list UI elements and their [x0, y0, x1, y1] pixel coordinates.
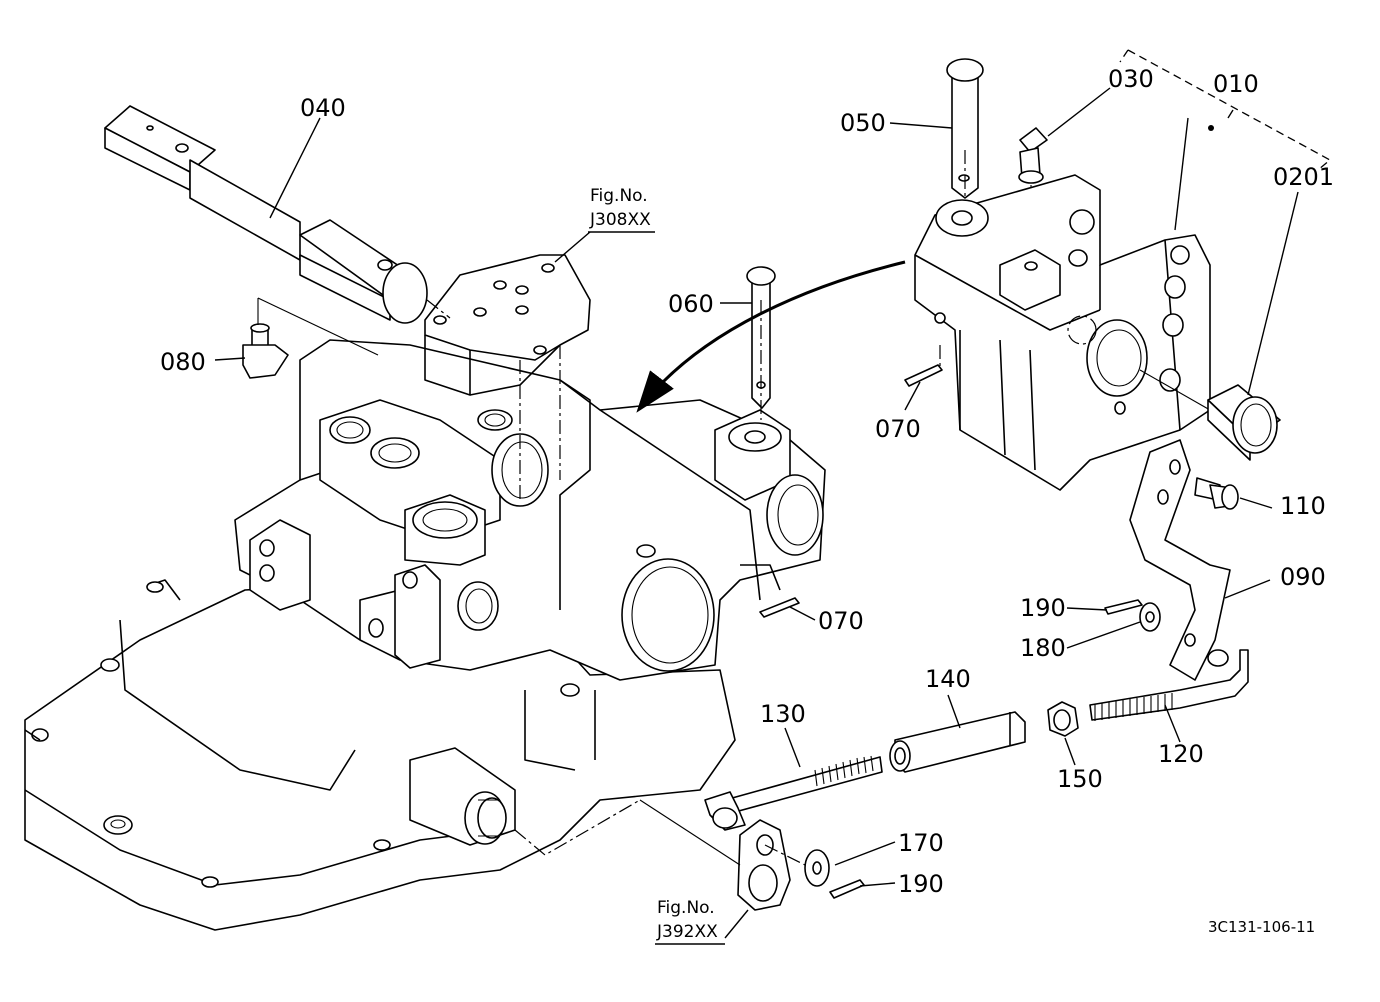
label-020: 0201: [1273, 163, 1334, 191]
label-120: 120: [1158, 740, 1204, 768]
lower-link-plate: [639, 799, 806, 911]
label-130: 130: [760, 700, 806, 728]
fig-ref-bottom-code: J392XX: [656, 922, 718, 942]
part-labels: 010 0201 030 040 050 060 070 070 080 090…: [160, 65, 1334, 898]
label-080: 080: [160, 348, 206, 376]
label-140: 140: [925, 665, 971, 693]
grease-fitting-030: [1018, 127, 1048, 265]
label-190-upper: 190: [1020, 594, 1066, 622]
label-150: 150: [1057, 765, 1103, 793]
leader-lines: [214, 87, 1299, 939]
nut-150: [1047, 701, 1079, 737]
fig-ref-top: Fig.No. J308XX: [588, 186, 655, 233]
label-170: 170: [898, 829, 944, 857]
fig-ref-top-title: Fig.No.: [590, 186, 648, 206]
fig-ref-bottom-title: Fig.No.: [657, 898, 715, 918]
threaded-rod-130: [704, 755, 883, 831]
turnbuckle-140: [889, 711, 1026, 773]
pin-050: [946, 58, 984, 215]
assembly-group-bracket: [1119, 49, 1332, 171]
bushing-020: [1207, 384, 1281, 461]
control-spool: [104, 105, 451, 324]
cotter-pin-190-upper: [1104, 599, 1143, 615]
label-090: 090: [1280, 563, 1326, 591]
label-190-lower: 190: [898, 870, 944, 898]
label-040: 040: [300, 94, 346, 122]
washer-180: [1139, 602, 1161, 632]
label-180: 180: [1020, 634, 1066, 662]
label-030: 030: [1108, 65, 1154, 93]
lever-bracket-010: [914, 125, 1214, 491]
pin-060: [746, 266, 776, 420]
cotter-pin-190-lower: [829, 879, 865, 899]
cotter-pin-070-upper: [904, 345, 943, 387]
fig-ref-top-code: J308XX: [589, 210, 651, 230]
label-060: 060: [668, 290, 714, 318]
shaft-boss: [409, 747, 641, 856]
label-110: 110: [1280, 492, 1326, 520]
label-010: 010: [1213, 70, 1259, 98]
drawing-code: 3C131-106-11: [1208, 918, 1315, 936]
cotter-pin-070-lower: [759, 597, 800, 618]
threaded-rod-120: [1089, 649, 1249, 721]
bolt-110: [1194, 477, 1239, 510]
label-050: 050: [840, 109, 886, 137]
assembly-arrow: [636, 260, 906, 413]
washer-170: [804, 849, 830, 887]
link-arm-090: [1129, 439, 1231, 681]
label-070-lower: 070: [818, 607, 864, 635]
fig-ref-bottom: Fig.No. J392XX: [655, 898, 725, 945]
cover-plate: [424, 254, 591, 500]
grease-fitting-080: [242, 297, 379, 379]
housing-base-plate: [24, 579, 736, 931]
label-070-upper: 070: [875, 415, 921, 443]
